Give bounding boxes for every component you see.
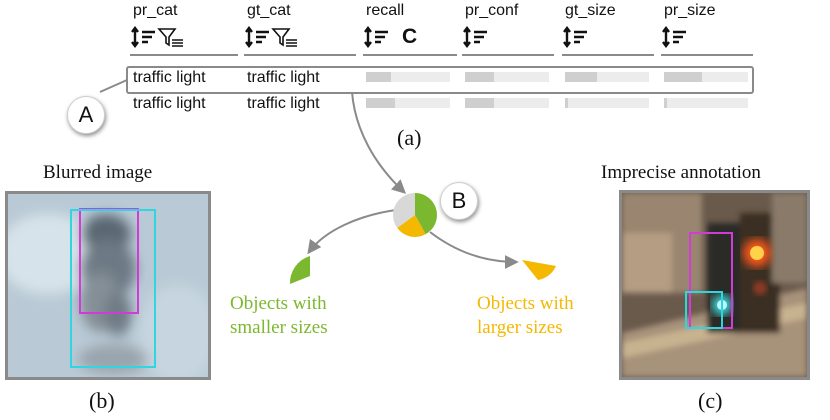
blurred-image: [5, 191, 211, 380]
legend-smaller-line2: smaller sizes: [230, 317, 328, 338]
gt-size-bar: [565, 98, 568, 108]
caption-c: (c): [698, 388, 723, 413]
pr-size-bar: [664, 98, 667, 108]
gt-size-bar-track: [565, 72, 649, 82]
recall-bar: [366, 98, 395, 108]
filter-icon[interactable]: [157, 26, 185, 48]
cell-pr-cat: traffic light: [133, 69, 206, 86]
pr-size-bar-track: [664, 98, 748, 108]
pie-segment-green: [415, 193, 437, 235]
legend-larger-line2: larger sizes: [477, 317, 563, 338]
legend-smaller-sizes: Objects with smaller sizes: [230, 292, 328, 340]
column-header-pr-cat: pr_cat: [133, 2, 178, 19]
column-rule: [661, 54, 753, 56]
pr-conf-bar: [465, 72, 494, 82]
sort-icon[interactable]: [245, 26, 271, 48]
column-rule: [363, 54, 457, 56]
gt-size-icons: [563, 25, 589, 49]
sort-icon[interactable]: [463, 26, 489, 48]
pr-conf-bar: [465, 98, 494, 108]
cell-gt-cat: traffic light: [247, 95, 320, 112]
sort-icon[interactable]: [364, 26, 390, 48]
cell-gt-cat: traffic light: [247, 69, 320, 86]
sort-icon[interactable]: [662, 26, 688, 48]
legend-larger-line1: Objects with: [477, 293, 574, 314]
recall-bar: [366, 72, 391, 82]
cell-pr-cat: traffic light: [133, 95, 206, 112]
pr-conf-bar-track: [465, 98, 549, 108]
sort-icon[interactable]: [563, 26, 589, 48]
caption-b: (b): [89, 388, 115, 413]
right-image-title: Imprecise annotation: [601, 162, 761, 183]
column-rule: [130, 54, 238, 56]
recall-icons: C: [364, 25, 417, 49]
callout-a: A: [67, 96, 105, 134]
pie-to-green-arrow: [307, 209, 397, 255]
gt-size-bar: [565, 72, 597, 82]
column-header-gt-cat: gt_cat: [247, 2, 291, 19]
gt-size-bar-track: [565, 98, 649, 108]
pr-size-bar: [664, 72, 702, 82]
pr-conf-bar-track: [465, 72, 549, 82]
gt-cat-icons: [245, 25, 299, 49]
column-header-pr-size: pr_size: [664, 2, 716, 19]
column-header-recall: recall: [366, 2, 405, 19]
sort-icon[interactable]: [131, 26, 157, 48]
column-header-gt-size: gt_size: [565, 2, 616, 19]
pr-size-bar-track: [664, 72, 748, 82]
left-image-title: Blurred image: [43, 162, 153, 183]
column-rule: [462, 54, 554, 56]
filter-icon[interactable]: [271, 26, 299, 48]
callout-b: B: [440, 182, 478, 220]
pie-segment-orange: [397, 215, 426, 237]
column-rule: [244, 54, 356, 56]
recall-bar-track: [366, 72, 450, 82]
callout-a-leader: [99, 79, 128, 93]
pie-segment-gray: [393, 193, 415, 228]
pr-conf-icons: [463, 25, 489, 49]
green-segment-glyph: [289, 256, 310, 284]
pr-size-icons: [662, 25, 688, 49]
column-rule: [562, 54, 654, 56]
legend-smaller-line1: Objects with: [230, 293, 327, 314]
pr-cat-icons: [131, 25, 185, 49]
c-letter-icon[interactable]: C: [402, 25, 418, 48]
recall-bar-track: [366, 98, 450, 108]
caption-a: (a): [397, 125, 422, 150]
column-header-pr-conf: pr_conf: [465, 2, 519, 19]
size-distribution-pie: [393, 193, 437, 237]
legend-larger-sizes: Objects with larger sizes: [477, 292, 574, 340]
orange-segment-glyph: [522, 260, 556, 280]
annotated-traffic-light-image: [619, 190, 810, 380]
